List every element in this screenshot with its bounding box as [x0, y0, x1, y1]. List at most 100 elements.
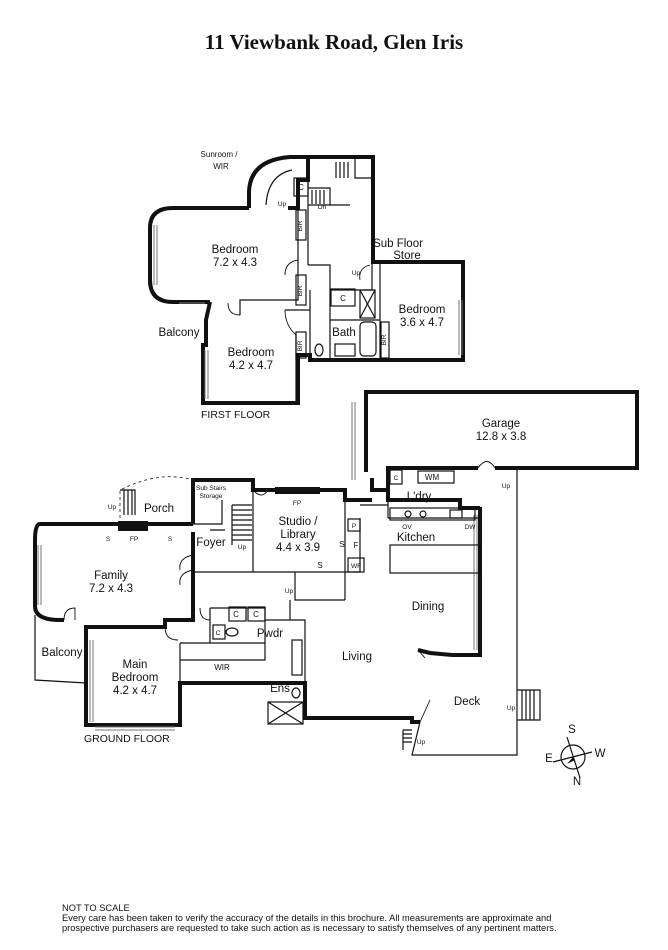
main-bedroom-label-2: Bedroom — [112, 672, 159, 684]
deck-up-mark: Up — [507, 705, 516, 712]
sunroom-cupboard-mark: C — [298, 183, 304, 192]
laundry-cupboard — [389, 469, 403, 485]
ground-balcony-outline — [34, 615, 87, 684]
studio-fp-mark: FP — [293, 500, 301, 507]
family-s-mark-1: S — [106, 536, 111, 543]
ground-floor-doors — [63, 489, 431, 723]
side-up-mark: Up — [502, 483, 511, 490]
pwdr-cupboard-3 — [212, 624, 226, 640]
ground-floor-windows — [37, 515, 478, 731]
sub-stairs-label-2: Storage — [200, 493, 223, 500]
sink — [449, 509, 463, 519]
compass-w: W — [595, 748, 606, 760]
disclaimer: NOT TO SCALE Every care has been taken t… — [62, 903, 622, 933]
deck-label: Deck — [454, 696, 480, 708]
main-bedroom-size: 4.2 x 4.7 — [113, 685, 157, 697]
sub-stairs-label-1: Sub Stairs — [196, 485, 227, 492]
studio-s-mark-2: S — [317, 561, 322, 570]
first-floor-toilet — [314, 343, 324, 357]
sunroom-label-2: WIR — [213, 162, 229, 171]
linen-cupboard — [330, 288, 356, 307]
ensuite-vanity — [291, 639, 303, 676]
dishwasher-mark: DW — [465, 524, 477, 531]
sub-floor-store-label-2: Store — [393, 250, 421, 262]
bath-label: Bath — [332, 327, 356, 339]
pantry-box — [347, 518, 361, 532]
kitchen-bench — [389, 507, 476, 521]
family-label: Family — [94, 570, 128, 582]
first-floor-up-mark: Up — [278, 201, 287, 208]
family-s-mark-2: S — [168, 536, 173, 543]
bir-box-3 — [295, 331, 307, 359]
bedroom2-size: 4.2 x 4.7 — [229, 360, 273, 372]
pwdr-toilet — [225, 627, 239, 637]
bir-mark-2: BIR — [297, 285, 304, 296]
porch-steps — [120, 489, 136, 515]
page-title: 11 Viewbank Road, Glen Iris — [204, 30, 464, 54]
main-bedroom-label-1: Main — [123, 659, 148, 671]
linen-cupboard-mark: C — [340, 294, 346, 303]
laundry-c-mark: C — [394, 475, 399, 482]
cooktop-1 — [404, 510, 412, 518]
compass-n: N — [573, 776, 581, 788]
ensuite-shower — [267, 701, 304, 725]
washing-machine-box — [417, 470, 455, 484]
studio-fireplace — [275, 487, 320, 494]
garage-window — [351, 402, 356, 480]
bir-box-4 — [380, 321, 390, 359]
wir-label: WIR — [214, 663, 230, 672]
bir-box-2 — [295, 274, 307, 306]
bedroom2-label: Bedroom — [228, 347, 275, 359]
first-floor-label: FIRST FLOOR — [201, 409, 271, 421]
ground-floor-plan: Garage 12.8 x 3.8 L'dry Porch Sub Stairs… — [33, 390, 639, 756]
not-to-scale: NOT TO SCALE — [62, 903, 130, 913]
porch-dashed-outline — [119, 476, 194, 524]
foyer-label: Foyer — [196, 537, 226, 549]
bedroom3-size: 3.6 x 4.7 — [400, 317, 444, 329]
pwdr-label: Pwdr — [257, 628, 283, 640]
family-fp-mark: FP — [130, 536, 138, 543]
porch-label: Porch — [144, 503, 174, 515]
laundry-label: L'dry — [407, 491, 432, 503]
pwdr-c-mark-3: C — [216, 630, 221, 637]
wf-mark: WF — [351, 563, 361, 570]
store-up-mark: Up — [352, 270, 361, 277]
first-floor-interior-walls — [239, 157, 381, 403]
bedroom1-size: 7.2 x 4.3 — [213, 257, 257, 269]
first-floor-doors — [227, 259, 371, 336]
bir-mark-1: BIR — [297, 220, 304, 231]
kitchen-island — [389, 544, 481, 574]
family-fireplace — [118, 521, 148, 531]
bedroom3-label: Bedroom — [399, 304, 446, 316]
bath-tub — [359, 321, 377, 357]
foyer-stairs — [231, 504, 252, 545]
kitchen-label: Kitchen — [397, 532, 435, 544]
bir-mark-3: BIR — [297, 340, 304, 351]
compass-needle — [567, 757, 575, 764]
shower-box — [359, 289, 376, 319]
disclaimer-line-1: Every care has been taken to verify the … — [62, 913, 552, 923]
deck-stairs — [402, 689, 541, 750]
oven-mark: OV — [402, 524, 412, 531]
deck-outline — [411, 470, 518, 756]
sunroom-cupboard — [293, 177, 309, 197]
ensuite-label: Ens — [270, 683, 290, 695]
sunroom-inner-curve — [265, 169, 293, 206]
ensuite-toilet — [291, 687, 301, 699]
fridge-f-mark: F — [354, 541, 359, 550]
studio-size: 4.4 x 3.9 — [276, 542, 320, 554]
shower-cross — [359, 289, 376, 319]
cooktop-2 — [419, 510, 427, 518]
garage-label: Garage — [482, 418, 520, 430]
studio-label-1: Studio / — [279, 516, 319, 528]
compass-e: E — [545, 753, 553, 765]
bath-vanity — [334, 343, 356, 357]
first-floor-stairs — [311, 162, 349, 204]
pwdr-cupboard-2 — [247, 606, 266, 622]
bedroom1-label: Bedroom — [212, 244, 259, 256]
disclaimer-line-2: prospective purchasers are requested to … — [62, 923, 557, 933]
family-size: 7.2 x 4.3 — [89, 583, 133, 595]
first-floor-balcony-label: Balcony — [159, 327, 200, 339]
ground-floor-label: GROUND FLOOR — [84, 733, 170, 745]
